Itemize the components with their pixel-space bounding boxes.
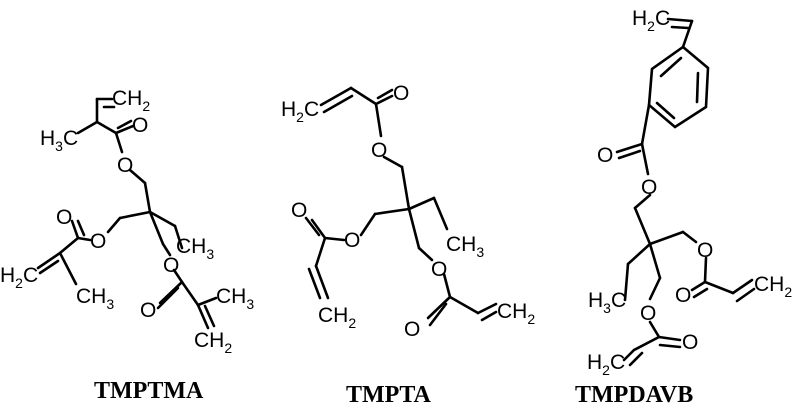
- molecule-tmpta: H2C O O CH3 O O CH2 O O CH2 TMPTA: [281, 82, 535, 408]
- tmpta-bonds: [304, 86, 498, 327]
- atom-oxygen: O: [404, 318, 420, 341]
- atom-oxygen: O: [90, 230, 106, 253]
- label-h3c: H3C: [40, 127, 78, 154]
- molecule-name: TMPTMA: [94, 378, 204, 404]
- atom-oxygen: O: [344, 229, 360, 252]
- molecule-tmpdavb: H2C O O O O CH2 H3C O O H2C TMPDAVB: [575, 7, 792, 408]
- tmpta-atom-labels: H2C O O CH3 O O CH2 O O CH2: [281, 82, 535, 341]
- atom-oxygen: O: [641, 176, 657, 199]
- atom-oxygen: O: [163, 254, 179, 277]
- tmptma-atom-labels: CH2 H3C O O CH3 O O H2C CH3 O O CH3 CH2: [0, 87, 254, 356]
- tmpdavb-atom-labels: H2C O O O O CH2 H3C O O H2C: [587, 7, 792, 378]
- atom-oxygen: O: [371, 139, 387, 162]
- molecule-tmptma: CH2 H3C O O CH3 O O H2C CH3 O O CH3 CH2 …: [0, 87, 254, 404]
- atom-oxygen: O: [291, 199, 307, 222]
- label-ch2: CH2: [318, 304, 356, 331]
- label-ch2: CH2: [497, 300, 535, 327]
- atom-oxygen: O: [140, 299, 156, 322]
- label-h2c: H2C: [0, 264, 38, 291]
- molecule-name: TMPDAVB: [575, 382, 693, 408]
- label-h2c: H2C: [281, 98, 319, 125]
- label-ch3: CH3: [76, 285, 114, 312]
- molecule-name: TMPTA: [346, 382, 432, 408]
- atom-oxygen: O: [697, 239, 713, 262]
- label-h2c: H2C: [632, 7, 670, 34]
- atom-oxygen: O: [132, 114, 148, 137]
- label-h2c: H2C: [587, 351, 625, 378]
- label-ch2: CH2: [112, 87, 150, 114]
- label-ch3: CH3: [176, 235, 214, 262]
- label-ch2: CH2: [194, 329, 232, 356]
- atom-oxygen: O: [117, 154, 133, 177]
- atom-oxygen: O: [597, 144, 613, 167]
- tmptma-bonds: [36, 97, 218, 330]
- label-ch3: CH3: [446, 233, 484, 260]
- atom-oxygen: O: [682, 331, 698, 354]
- atom-oxygen: O: [393, 82, 409, 105]
- label-ch2: CH2: [754, 273, 792, 300]
- atom-oxygen: O: [675, 284, 691, 307]
- atom-oxygen: O: [640, 302, 656, 325]
- tmpdavb-bonds: [615, 17, 756, 367]
- atom-oxygen: O: [431, 258, 447, 281]
- atom-oxygen: O: [56, 206, 72, 229]
- label-h3c: H3C: [588, 289, 626, 316]
- label-ch3: CH3: [216, 285, 254, 312]
